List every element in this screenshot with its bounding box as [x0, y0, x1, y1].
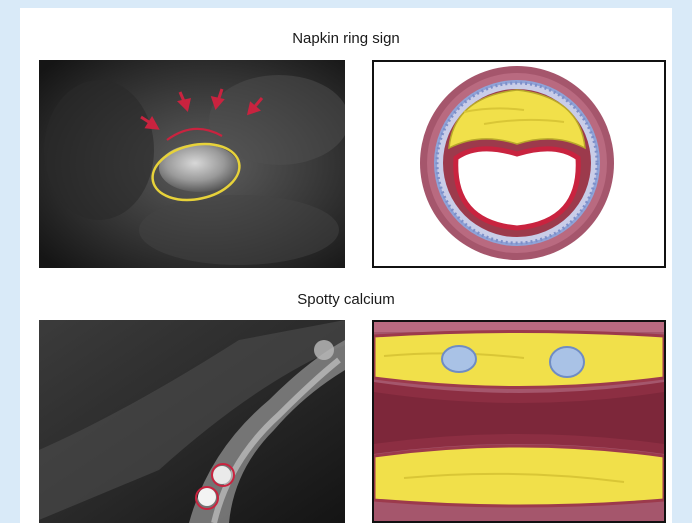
section-title-napkin-ring: Napkin ring sign: [20, 30, 672, 47]
figure-card: Napkin ring sign: [20, 8, 672, 523]
illustration-napkin-ring: [372, 60, 666, 268]
calcium-nodule: [442, 346, 476, 372]
ct-image-napkin-ring: [39, 60, 345, 268]
section-title-spotty-calcium: Spotty calcium: [20, 291, 672, 308]
illustration-spotty-calcium: [372, 320, 666, 523]
lesion-core: [159, 144, 239, 192]
calcium-nodule: [550, 347, 584, 377]
ct-image-spotty-calcium: [39, 320, 345, 523]
upper-plaque: [374, 332, 664, 388]
